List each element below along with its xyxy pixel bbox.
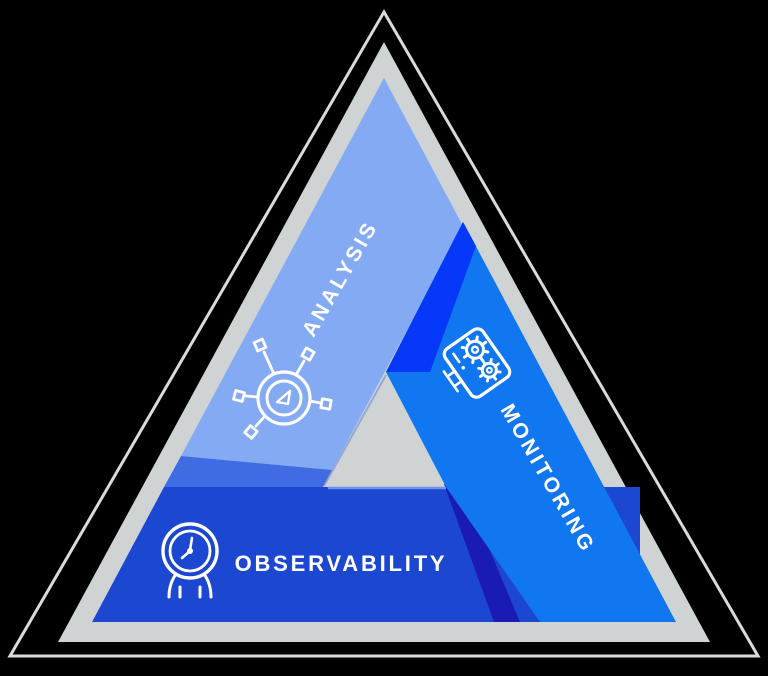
gauge-icon — [161, 522, 219, 599]
monitoring-band-end-wedge — [386, 222, 476, 372]
analysis-band-end-shade — [164, 456, 332, 487]
network-analysis-icon — [232, 337, 333, 440]
outer-outline-triangle — [7, 9, 761, 658]
gear-icon — [477, 357, 502, 383]
gear-icon — [460, 335, 490, 365]
center-hole-left-edge — [323, 374, 387, 487]
gears-panel-icon — [442, 327, 512, 399]
monitoring-shadow-strip — [444, 484, 520, 622]
observability-label: OBSERVABILITY — [235, 551, 448, 576]
analysis-band — [181, 78, 463, 470]
monitoring-band — [386, 222, 676, 622]
